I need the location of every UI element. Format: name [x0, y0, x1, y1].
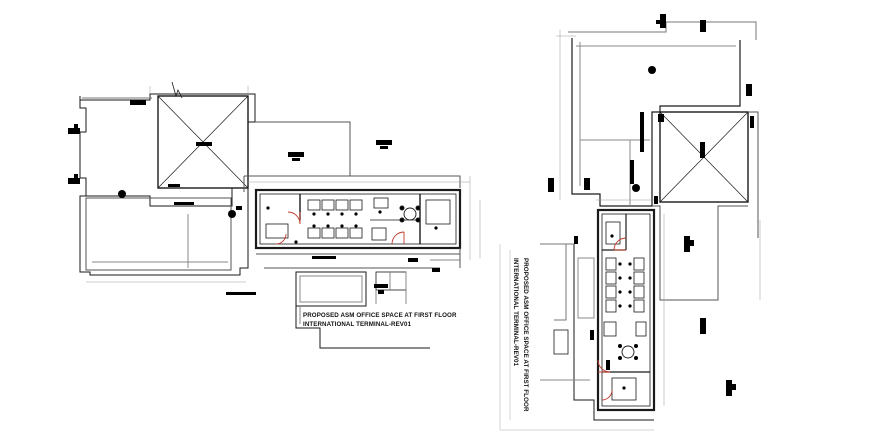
left-office-block — [254, 188, 462, 250]
left-door-swings — [275, 211, 405, 245]
left-workstations — [265, 197, 389, 241]
left-void-square — [157, 95, 249, 189]
right-floor-plan — [499, 14, 761, 431]
left-plan-caption-line1: PROPOSED ASM OFFICE SPACE AT FIRST FLOOR — [303, 312, 457, 319]
right-door-swings — [597, 237, 627, 401]
right-annotation-blocks — [548, 14, 754, 396]
right-void-square — [659, 111, 749, 203]
right-plan-caption-line2: INTERNATIONAL TERMINAL-REV01 — [512, 258, 519, 367]
right-office-block — [596, 208, 656, 412]
left-existing-wall — [79, 96, 249, 276]
right-meeting-table — [621, 345, 635, 359]
right-workstations — [603, 221, 647, 337]
left-annotation-blocks — [68, 100, 440, 295]
left-floor-plan — [68, 81, 481, 349]
right-existing-wall — [571, 38, 741, 207]
left-meeting-table — [403, 207, 417, 221]
left-plan-caption-line2: INTERNATIONAL TERMINAL-REV01 — [303, 321, 412, 328]
right-plan-caption-line1: PROPOSED ASM OFFICE SPACE AT FIRST FLOOR — [522, 258, 529, 412]
